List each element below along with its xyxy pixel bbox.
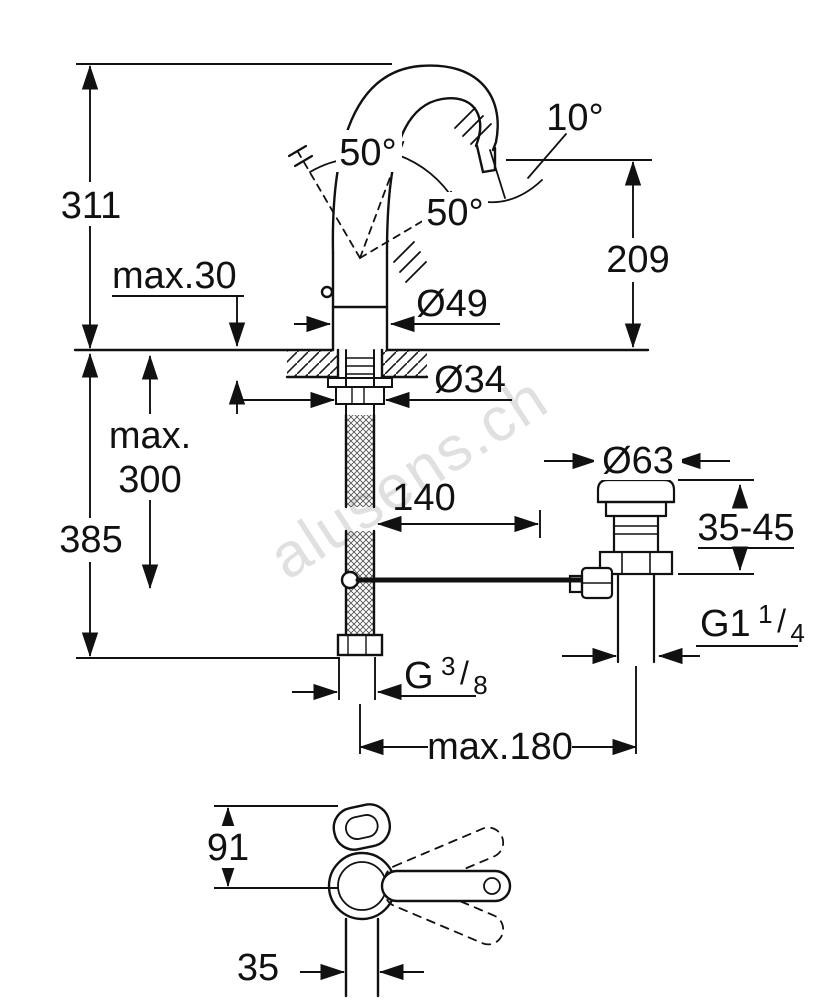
washer (327, 377, 393, 388)
dim-spout-height-label: 209 (606, 239, 669, 281)
thread-waste-slash: / (777, 603, 786, 639)
dim-g1-1-4: G1 1 / 4 (562, 599, 805, 665)
dim-rod-reach-label: 140 (392, 477, 455, 519)
dim-35: 35 (237, 947, 424, 989)
mounting-hardware (327, 349, 393, 419)
dia-body-label: Ø49 (416, 283, 488, 325)
thread-supply-slash: / (460, 655, 469, 691)
top-view-spout (332, 803, 392, 851)
dim-spout-reach-label: 91 (207, 827, 249, 869)
top-view-handle (380, 869, 512, 903)
label-mask (52, 518, 130, 562)
dim-385: 385 (52, 352, 340, 659)
leader-line-10deg (527, 133, 567, 179)
dim-max300: max. 300 (108, 354, 192, 590)
clevis-thumbscrew (568, 574, 584, 594)
lever-pivot-knob (320, 285, 334, 299)
thread-supply-label: G 3 / 8 (404, 651, 488, 700)
popup-rod (340, 570, 587, 590)
dim-connection-width-label: 35 (237, 947, 279, 989)
waste-flange-cap (596, 478, 676, 504)
angle-spout-swivel-label: 10° (546, 97, 603, 139)
label-mask (204, 826, 252, 868)
aerator-marks (454, 107, 492, 145)
dim-max180: max.180 (358, 666, 638, 768)
counter-deck (73, 348, 650, 379)
label-mask (108, 414, 192, 500)
top-view-group (327, 803, 512, 998)
dim-d49: Ø49 (294, 283, 500, 333)
dim-below-deck-value-label: 300 (118, 459, 181, 501)
angle-lever-front-label: 50° (339, 132, 396, 174)
dim-max30: max.30 (112, 255, 246, 414)
dim-center-distance-label: max.180 (427, 726, 573, 768)
label-mask (598, 238, 678, 282)
dim-below-total-label: 385 (59, 519, 122, 561)
dim-91: 91 (204, 805, 338, 889)
angle-lever-back-label: 50° (426, 192, 483, 234)
label-mask (594, 440, 682, 480)
dim-below-deck-word-label: max. (109, 415, 191, 457)
dim-140: 140 (376, 477, 541, 538)
thread-waste-label: G1 1 / 4 (700, 599, 805, 648)
dim-311: 311 (54, 63, 392, 350)
waste-mounting-nut (598, 550, 674, 576)
label-mask (336, 130, 402, 172)
dia-hole-label: Ø34 (434, 359, 506, 401)
lever-end-ticks-left (287, 144, 314, 168)
dim-d63: Ø63 (544, 440, 730, 482)
mounting-nut (335, 386, 385, 405)
thread-waste-numerator: 1 (758, 599, 772, 629)
thread-supply-numerator: 3 (441, 651, 455, 681)
dim-total-height-label: 311 (61, 185, 122, 227)
top-view-body-inner (337, 861, 387, 911)
label-mask (54, 182, 128, 226)
hose-end-fitting (336, 633, 384, 657)
dimensions-side-view: 311 max.30 209 50° 50° 10° Ø49 (52, 63, 805, 768)
thread-supply-base: G (404, 655, 434, 697)
label-mask (422, 192, 488, 232)
dim-waste-deck-range-label: 35-45 (697, 507, 794, 549)
dia-waste-flange-label: Ø63 (602, 440, 674, 482)
thread-supply-denominator: 8 (473, 670, 487, 700)
dim-35-45: 35-45 (678, 479, 795, 575)
dim-d34: Ø34 (240, 359, 512, 409)
dimensions-top-view: 91 35 (204, 805, 424, 989)
waste-assembly (568, 478, 676, 664)
dim-209: 209 (506, 159, 678, 349)
shank-threads (345, 357, 375, 375)
faucet-body (320, 241, 427, 352)
handle-end-detail (483, 877, 501, 895)
spout-outlet (475, 144, 497, 174)
thread-waste-denominator: 4 (790, 618, 804, 648)
dim-deck-thickness-label: max.30 (112, 255, 237, 297)
dim-g3-8: G 3 / 8 (292, 651, 488, 701)
body-knurl-marks (393, 241, 427, 283)
thread-waste-base: G1 (700, 603, 751, 645)
